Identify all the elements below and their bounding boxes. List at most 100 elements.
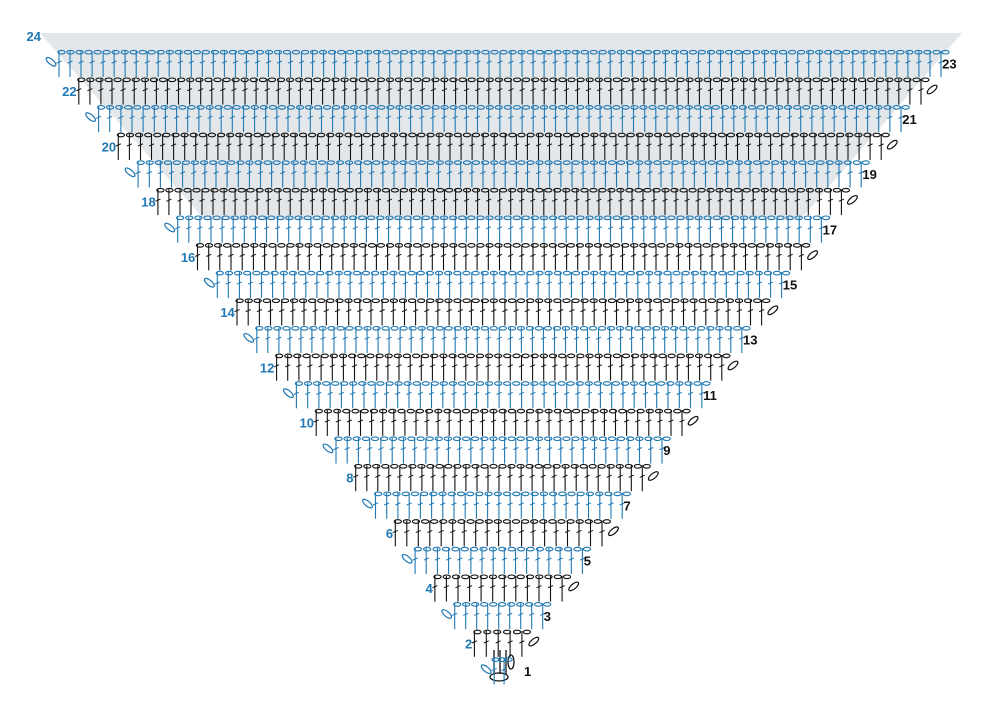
dc-bar: [724, 171, 731, 175]
chain-stitch: [729, 243, 738, 248]
dc-bar: [397, 336, 403, 340]
dc-bar: [432, 585, 438, 589]
dc-bar: [753, 115, 759, 119]
dc-bar: [146, 171, 153, 175]
chain-stitch: [401, 491, 410, 497]
dc-bar: [905, 60, 911, 64]
dc-bar: [541, 60, 547, 64]
dc-bar: [402, 171, 408, 175]
chain-stitch: [727, 270, 736, 276]
chain-stitch: [507, 463, 516, 469]
dc-bar: [458, 143, 464, 147]
chain-stitch: [261, 270, 270, 276]
chain-stitch: [293, 353, 302, 359]
dc-bar: [137, 143, 144, 147]
dc-bar: [457, 309, 464, 313]
dc-bar: [597, 502, 603, 506]
dc-bar: [805, 60, 812, 64]
chain-stitch: [476, 77, 485, 83]
chain-stitch: [254, 160, 263, 165]
dc-bar: [440, 364, 447, 368]
dc-bar: [739, 198, 745, 202]
chain-stitch: [721, 215, 731, 221]
dc-bar: [219, 226, 225, 230]
chain-stitch: [720, 243, 729, 248]
chain-stitch: [593, 381, 602, 386]
chain-stitch: [511, 519, 521, 524]
chain-stitch: [285, 77, 295, 83]
dc-bar: [573, 474, 579, 478]
chain-stitch: [194, 215, 203, 221]
dc-bar: [496, 336, 503, 340]
chain-stitch: [420, 491, 429, 497]
chain-stitch: [787, 187, 796, 193]
chain-stitch: [802, 105, 811, 110]
dc-bar: [585, 88, 592, 92]
dc-bar: [778, 281, 785, 285]
dc-bar: [745, 143, 752, 147]
dc-bar: [373, 253, 380, 257]
chain-stitch: [681, 270, 690, 276]
chain-stitch: [548, 243, 557, 248]
chain-stitch: [177, 77, 186, 83]
stitch-row: [124, 160, 870, 188]
dc-bar: [191, 171, 197, 175]
chain-stitch: [289, 298, 299, 304]
row-number-label: 4: [425, 581, 433, 596]
chain-stitch: [334, 436, 343, 442]
dc-bar: [687, 391, 694, 395]
chain-stitch: [461, 574, 470, 580]
dc-bar: [253, 88, 259, 92]
chain-stitch: [694, 215, 703, 221]
chain-stitch: [264, 325, 273, 331]
turning-chain: [401, 553, 413, 564]
chain-stitch: [756, 105, 766, 110]
dc-bar: [168, 171, 175, 175]
chain-stitch: [154, 160, 163, 165]
dc-bar: [827, 60, 834, 64]
chain-stitch: [585, 77, 594, 83]
dc-bar: [372, 502, 379, 506]
dc-bar: [535, 419, 541, 423]
chain-stitch: [571, 49, 580, 55]
chain-stitch: [667, 353, 676, 359]
dc-bar: [329, 364, 336, 368]
chain-stitch: [923, 49, 932, 55]
chain-stitch: [833, 49, 842, 55]
row-number-label: 3: [544, 609, 551, 624]
dc-bar: [507, 364, 514, 368]
dc-bar: [585, 226, 592, 230]
dc-bar: [209, 88, 215, 92]
chain-stitch: [469, 546, 479, 552]
dc-bar: [591, 143, 597, 147]
dc-bar: [298, 336, 304, 340]
chain-stitch: [624, 463, 633, 469]
chain-stitch: [662, 160, 671, 165]
chain-stitch: [111, 49, 120, 55]
chain-stitch: [789, 160, 798, 165]
chain-stitch: [115, 105, 124, 110]
chain-stitch: [383, 491, 392, 497]
chain-stitch: [484, 353, 494, 359]
dc-bar: [429, 364, 436, 368]
dc-bar: [553, 529, 559, 534]
dc-bar: [596, 364, 603, 368]
chain-stitch: [643, 49, 652, 55]
dc-bar: [731, 115, 737, 119]
dc-bar: [462, 612, 469, 616]
chain-stitch: [189, 132, 198, 138]
dc-bar: [374, 226, 381, 230]
chain-stitch: [851, 49, 860, 55]
chain-stitch: [259, 243, 268, 248]
chain-stitch: [905, 49, 914, 55]
dc-bar: [579, 557, 586, 561]
chain-stitch: [761, 160, 771, 165]
chain-stitch: [444, 270, 453, 276]
chain-stitch: [480, 602, 489, 607]
dc-bar: [745, 281, 752, 285]
chain-stitch: [648, 381, 657, 386]
chain-stitch: [526, 270, 535, 276]
dc-bar: [580, 309, 586, 313]
dc-bar: [480, 281, 486, 285]
chain-stitch: [480, 270, 489, 276]
